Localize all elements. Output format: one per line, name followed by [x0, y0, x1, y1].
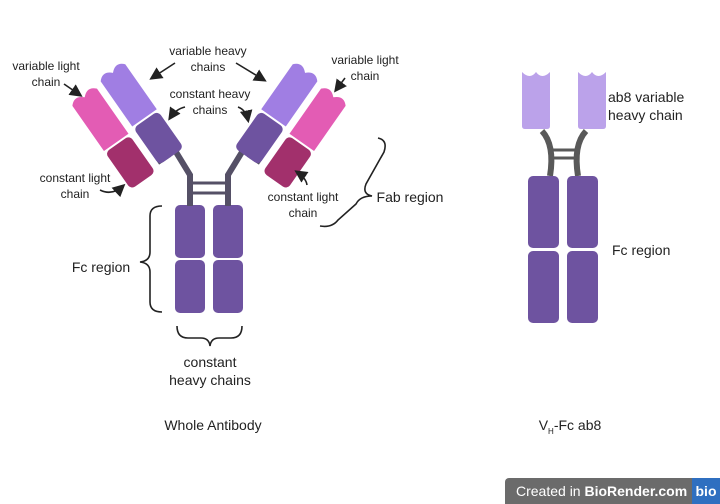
credit-brand: BioRender.com — [584, 483, 688, 499]
constant-heavy-right — [236, 112, 283, 164]
label-line: constant — [183, 354, 237, 370]
fc-domain-left-upper — [175, 205, 205, 258]
variable-heavy-left — [100, 63, 157, 127]
label-fc-region: Fc region — [71, 259, 131, 275]
variable-light-right — [289, 88, 346, 151]
label-constant-light-left: constant light chain — [28, 170, 122, 202]
label-line: chain — [350, 69, 380, 83]
arrow-constant-heavy-right — [237, 106, 253, 124]
label-constant-heavy-bottom: constant heavy chains — [152, 353, 268, 389]
label-line: chain — [60, 187, 90, 201]
constant-heavy-brace — [176, 325, 243, 347]
fc-region-brace — [139, 205, 163, 313]
arrow-variable-light-right — [334, 77, 347, 93]
fc-domain-left-lower — [175, 260, 205, 313]
label-line: constant light — [267, 190, 339, 204]
arrow-constant-heavy-left — [168, 106, 186, 121]
label-line: constant light — [39, 171, 111, 185]
label-line: chain — [288, 206, 318, 220]
label-line: chains — [190, 60, 226, 74]
variable-heavy-right — [261, 63, 318, 127]
label-line: variable heavy — [169, 44, 247, 58]
vh-fc-domain-left-lower — [528, 251, 559, 323]
constant-light-left — [107, 137, 154, 188]
vh-fc-variable-left — [522, 72, 550, 129]
vh-fc-domain-right-lower — [567, 251, 598, 323]
label-variable-light-right: variable light chain — [322, 52, 408, 84]
fab-region-brace — [319, 137, 386, 228]
fc-domain-right-upper — [213, 205, 243, 258]
label-line: constant heavy — [169, 87, 251, 101]
credit-prefix: Created in — [516, 483, 585, 499]
variable-light-left — [72, 88, 129, 151]
constant-heavy-left — [135, 112, 182, 164]
label-line: ab8 variable — [608, 89, 685, 105]
constant-light-right — [264, 137, 311, 188]
label-line: variable light — [331, 53, 399, 67]
title-subscript: H — [548, 426, 554, 436]
biorender-logo-icon: bio — [692, 478, 720, 504]
title-main: V — [538, 417, 549, 433]
label-constant-light-right: constant light chain — [256, 189, 350, 221]
arrow-variable-heavy-right — [235, 62, 267, 82]
label-ab8-variable: ab8 variable heavy chain — [608, 88, 714, 124]
vh-fc-domain-left-upper — [528, 176, 559, 248]
hinge-region — [156, 150, 262, 206]
label-variable-light-left: variable light chain — [4, 58, 88, 90]
label-line: heavy chains — [169, 372, 251, 388]
label-variable-heavy: variable heavy chains — [160, 43, 256, 75]
title-whole-antibody: Whole Antibody — [164, 417, 262, 433]
biorender-credit-badge[interactable]: Created in BioRender.com bio — [505, 478, 720, 504]
label-constant-heavy: constant heavy chains — [160, 86, 260, 118]
label-line: heavy chain — [608, 107, 683, 123]
title-rest: -Fc ab8 — [553, 417, 602, 433]
label-line: chains — [192, 103, 228, 117]
arrow-constant-light-left — [99, 183, 126, 198]
title-vh-fc-ab8: VH-Fc ab8 — [520, 416, 620, 441]
arrow-variable-light-left — [63, 83, 83, 97]
label-line: variable light — [12, 59, 80, 73]
arrow-variable-heavy-left — [149, 62, 176, 80]
label-fab-region: Fab region — [376, 189, 444, 205]
credit-text: Created in BioRender.com — [505, 483, 692, 499]
label-vh-fc-fc-region: Fc region — [612, 242, 671, 258]
vh-fc-domain-right-upper — [567, 176, 598, 248]
arrow-constant-light-right — [294, 170, 309, 186]
vh-fc-variable-right — [578, 72, 606, 129]
vh-fc-hinge — [539, 128, 589, 177]
label-line: chain — [31, 75, 61, 89]
fc-domain-right-lower — [213, 260, 243, 313]
